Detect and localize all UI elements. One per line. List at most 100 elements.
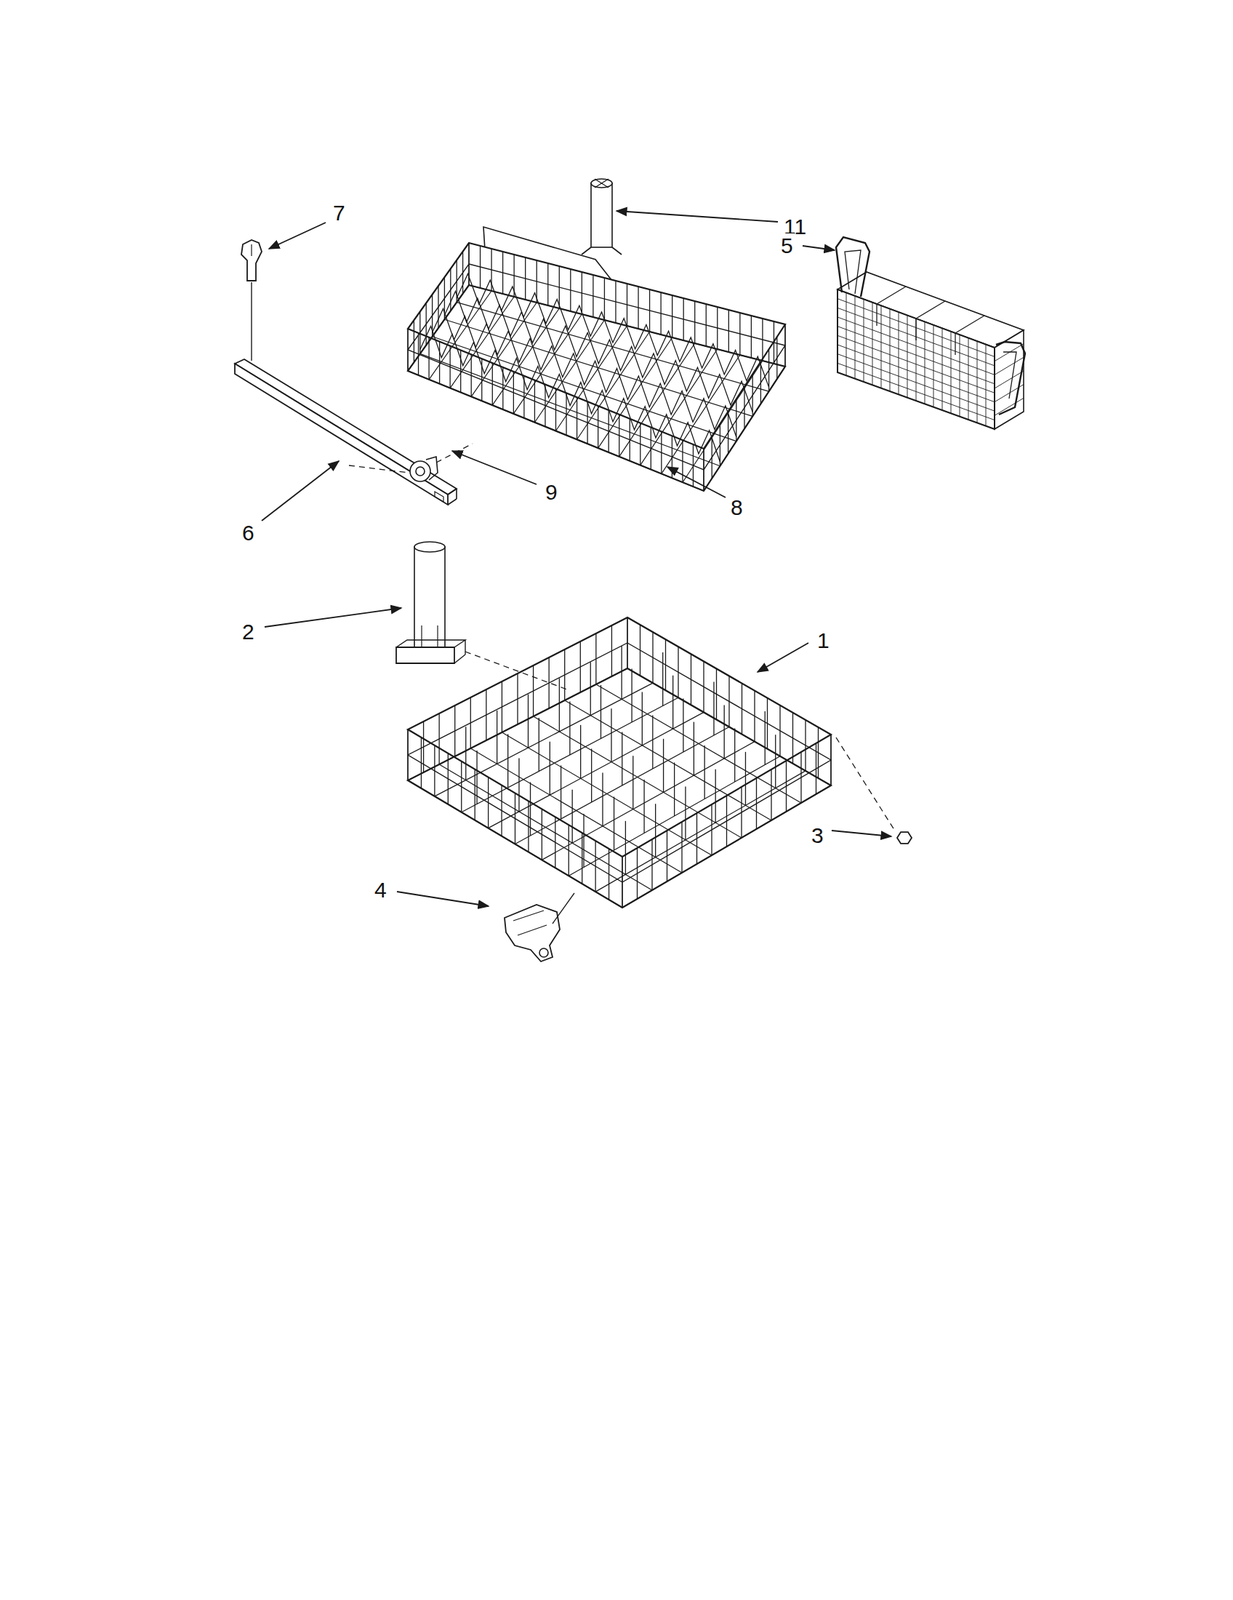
line-art [461,697,679,813]
line-art [396,647,455,664]
line-art [250,282,252,361]
line-art [693,721,695,776]
part-shape [410,460,431,482]
line-art [876,286,906,304]
line-art [580,724,581,779]
line-art [625,820,626,875]
line-art [538,717,540,772]
line-art [513,910,544,921]
line-art [872,302,874,386]
line-art [234,178,1026,962]
callout-number: 4 [372,877,389,902]
part-shape [414,541,445,552]
line-art [643,779,645,834]
line-art [455,488,458,499]
line-art [447,488,457,495]
line-art [407,242,786,449]
line-art [715,769,717,823]
line-art [764,711,766,765]
line-art [529,782,531,837]
line-art [436,443,473,463]
line-art [955,315,985,333]
line-art [682,360,763,483]
line-art [933,324,935,408]
callout-number: 5 [779,233,795,258]
line-art [396,639,466,648]
callout-number: 8 [729,495,745,520]
line-art [432,308,737,437]
callout-number: 3 [809,822,826,847]
line-art [907,315,909,398]
line-art [613,796,615,851]
leader-line [396,891,489,906]
line-art [407,642,831,882]
line-art [994,397,1024,416]
line-art [994,356,1024,375]
line-art [977,340,978,423]
line-art [420,325,721,462]
line-art [745,751,746,806]
part-shape [415,466,425,476]
line-art [426,456,438,480]
line-art [631,668,632,723]
line-art [407,263,786,470]
leader-line [802,245,835,251]
line-art [348,465,409,473]
line-art [682,698,684,753]
line-art [517,924,547,935]
leader-line [667,466,726,498]
line-art [507,734,509,789]
line-art [601,772,603,826]
line-art [844,250,861,294]
line-art [837,307,995,366]
line-art [590,661,592,716]
line-art [641,691,643,746]
line-art [241,239,262,281]
leader-line [268,222,326,249]
line-art [663,738,664,793]
leader-line [452,450,537,485]
line-art [434,682,653,797]
leader-line [757,642,809,672]
line-art [465,726,467,781]
line-art [407,617,831,857]
line-art [684,785,686,840]
line-art [985,344,987,427]
line-art [504,904,560,962]
line-art [596,684,802,803]
line-art [518,757,520,812]
line-art [968,338,970,420]
line-art [837,289,995,429]
line-art [837,335,995,393]
line-art [407,284,786,491]
line-art [837,344,995,403]
line-art [924,321,926,404]
line-art [432,336,737,442]
line-art [560,765,562,820]
line-art [595,770,806,892]
line-art [950,331,952,414]
line-art [549,741,551,796]
line-art [234,359,457,495]
line-art [572,789,573,844]
line-art [672,675,674,730]
line-art [898,311,900,395]
line-art [434,491,444,502]
callout-number: 2 [240,619,256,644]
line-art [488,711,704,828]
line-art [464,639,466,655]
line-art [881,305,882,388]
line-art [837,316,995,375]
line-art [837,354,995,411]
line-art [713,681,714,736]
callout-number: 6 [240,520,256,545]
line-art [439,764,653,890]
leader-line [261,460,339,521]
line-art [959,334,961,416]
line-art [836,737,896,832]
line-art [501,732,712,855]
line-art [600,684,602,739]
line-art [569,701,570,756]
line-art [724,704,725,759]
